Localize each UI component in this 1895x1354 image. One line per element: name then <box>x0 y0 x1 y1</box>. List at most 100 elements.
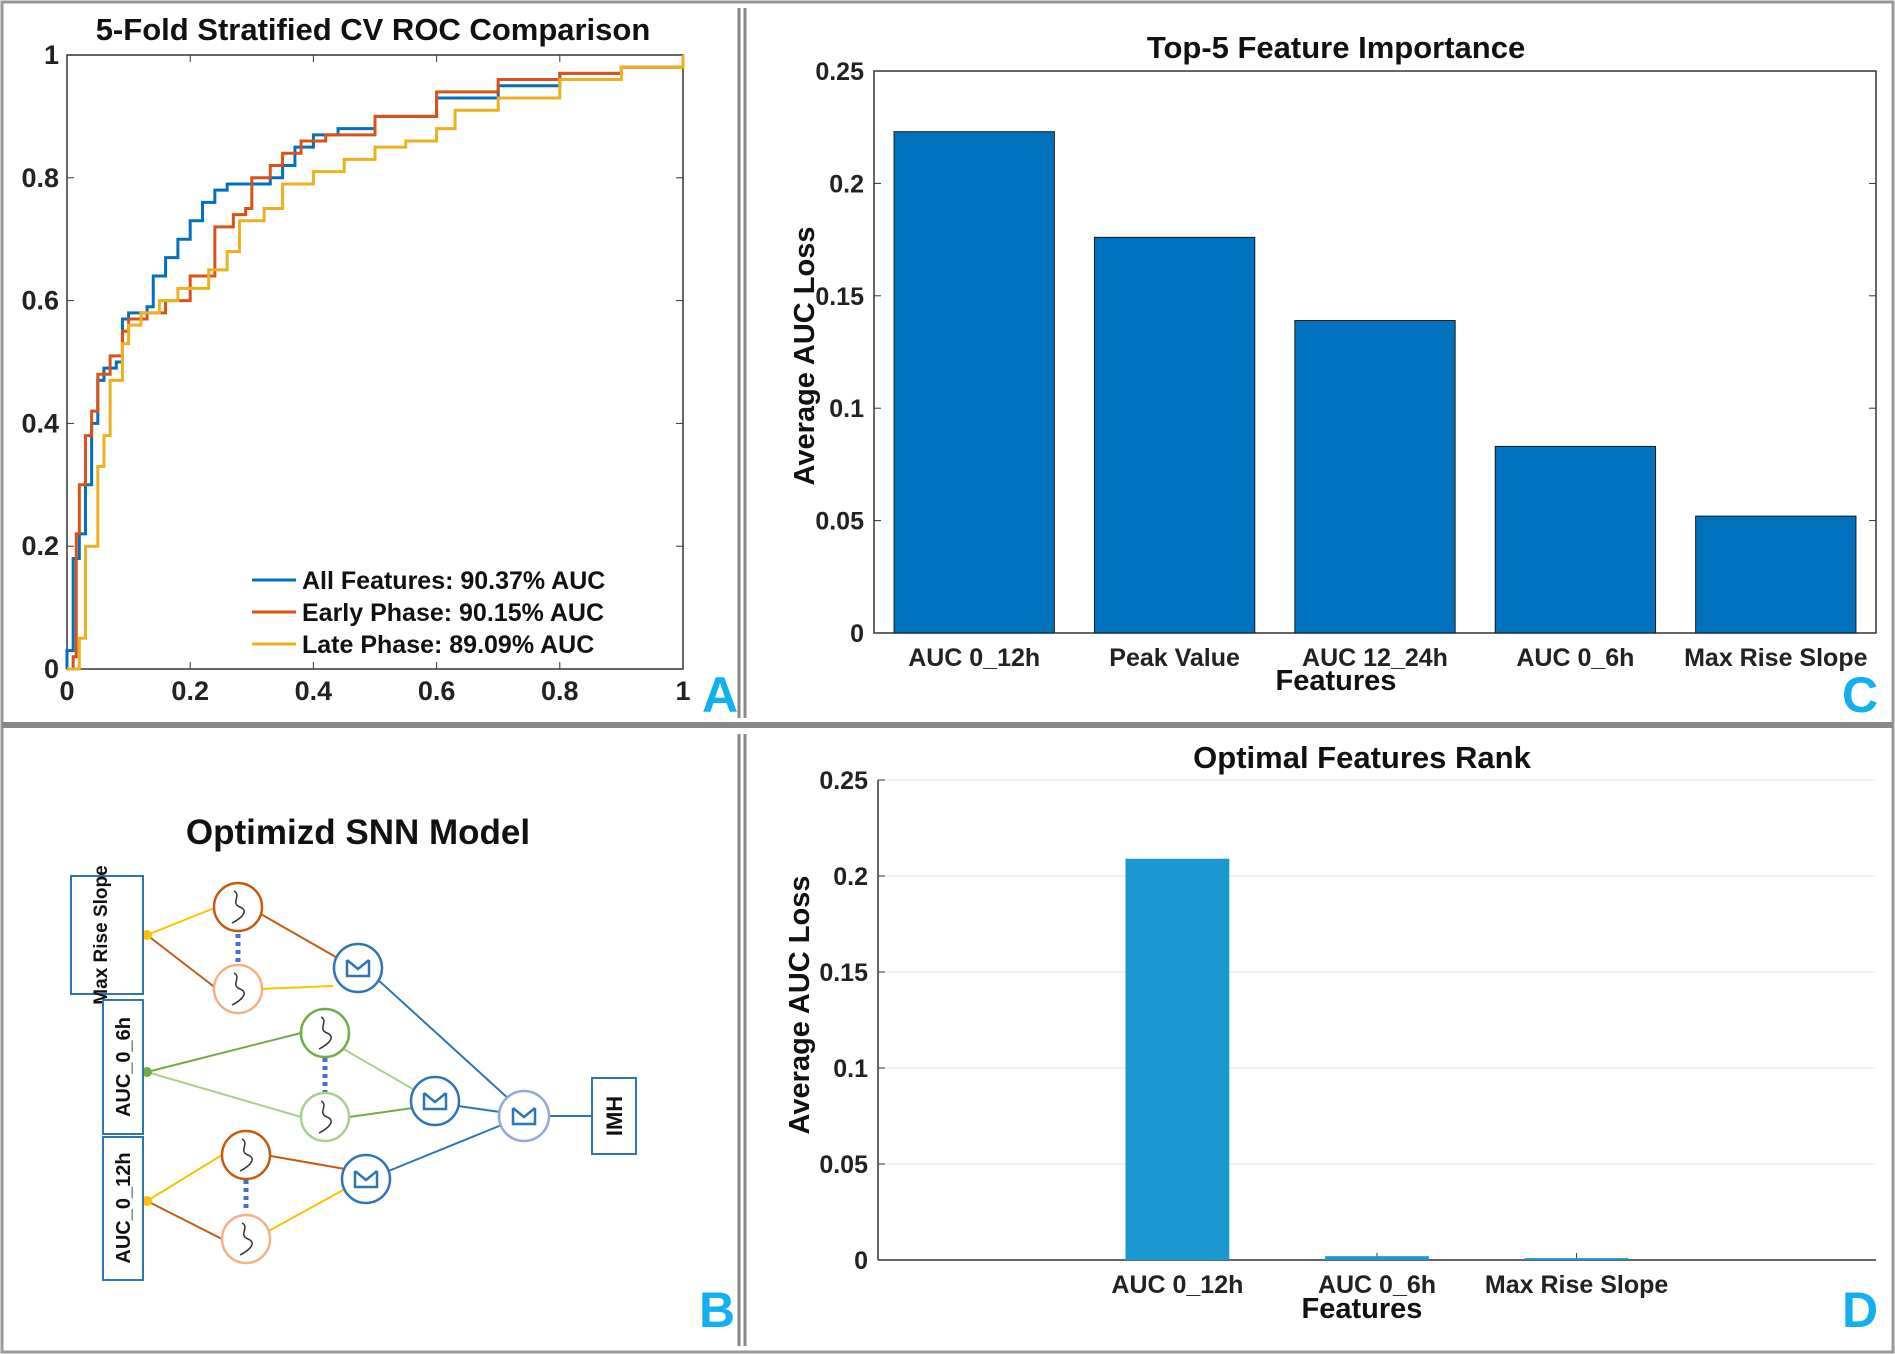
x-tick-label-a: 0.4 <box>295 676 333 706</box>
summation-glyph <box>511 1107 537 1126</box>
gaussian-curve <box>239 1138 253 1172</box>
y-tick-label-a: 0.8 <box>21 163 59 193</box>
input-box-auc-0-12h <box>102 1136 144 1281</box>
input-node <box>142 1067 152 1077</box>
snn-title: Optimizd SNN Model <box>186 813 530 852</box>
x-tick-label-a: 0 <box>59 676 74 706</box>
gaussian-curve <box>231 890 245 924</box>
gaussian-curve <box>231 972 245 1006</box>
y-tick-label: 0.25 <box>819 767 868 795</box>
input-box-max-rise-slope <box>70 875 144 995</box>
connection <box>258 985 334 990</box>
chart-title-c: Top-5 Feature Importance <box>1147 30 1525 65</box>
summation-nodes <box>332 942 551 1205</box>
x-tick-label: Max Rise Slope <box>1485 1271 1668 1299</box>
input-label-max-rise-slope: Max Rise Slope <box>91 865 112 1004</box>
input-node <box>142 1196 152 1206</box>
bar <box>1325 1256 1429 1260</box>
chart-title-a: 5-Fold Stratified CV ROC Comparison <box>96 12 651 47</box>
gaussian-neuron-icon <box>212 963 264 1015</box>
output-box-imh <box>591 1077 637 1155</box>
legend-label-0: All Features: 90.37% AUC <box>302 567 605 595</box>
y-tick-label: 0.1 <box>829 395 864 423</box>
panel-letter-c: C <box>1842 667 1878 723</box>
x-tick-label: AUC 12_24h <box>1302 644 1448 672</box>
y-tick-label-a: 0.4 <box>21 408 59 438</box>
summation-glyph <box>345 959 371 978</box>
bars-c <box>893 131 1857 634</box>
y-tick-label: 0.15 <box>815 283 864 311</box>
x-tick-label-a: 0.2 <box>171 676 209 706</box>
roc-lines <box>65 55 685 671</box>
gaussian-curve <box>318 1016 332 1050</box>
input-label-auc-0-6h: AUC_0_6h <box>113 1017 135 1117</box>
x-tick-label-a: 0.6 <box>418 676 456 706</box>
bar <box>1494 445 1657 634</box>
y-tick-label-a: 1 <box>44 40 59 70</box>
connection <box>264 1188 346 1234</box>
x-tick-label-a: 1 <box>675 676 690 706</box>
bar <box>1695 515 1857 634</box>
connection <box>339 1046 419 1093</box>
panel-c-bar-chart: Top-5 Feature Importance 0 0.05 0.1 0.15 0.2… <box>789 30 1878 723</box>
gaussian-curve <box>239 1222 253 1256</box>
y-tick-label: 0.05 <box>819 1151 868 1179</box>
gaussian-curve <box>318 1100 332 1134</box>
snn-connections <box>146 906 592 1240</box>
summation-glyph <box>353 1170 379 1189</box>
y-tick-label: 0 <box>854 1247 868 1275</box>
gaussian-neuron-icon <box>220 1213 272 1265</box>
input-node <box>142 930 152 940</box>
x-tick-label: Peak Value <box>1109 644 1240 672</box>
roc-line-1 <box>67 55 685 671</box>
y-tick-label: 0.15 <box>819 959 868 987</box>
panel-a-roc-chart: 5-Fold Stratified CV ROC Comparison 0 0.2… <box>21 12 738 723</box>
y-tick-label: 0.2 <box>829 170 864 198</box>
connection <box>457 1105 501 1113</box>
gaussian-neuron-icon <box>299 1007 351 1059</box>
connection <box>146 1071 302 1118</box>
x-tick-label: Max Rise Slope <box>1684 644 1867 672</box>
gaussian-neuron-icon <box>220 1129 272 1181</box>
bar <box>1524 1258 1629 1260</box>
y-tick-label: 0.25 <box>815 58 864 86</box>
connection <box>375 977 511 1101</box>
bar <box>1294 320 1456 634</box>
x-tick-label: AUC 0_6h <box>1318 1271 1436 1299</box>
y-axis-label-c: Average AUC Loss <box>789 227 821 486</box>
bar <box>1093 236 1256 634</box>
summation-glyph <box>422 1092 448 1111</box>
x-tick-label-a: 0.8 <box>541 676 579 706</box>
gaussian-neuron-icon <box>212 881 264 933</box>
x-tick-label: AUC 0_12h <box>908 644 1040 672</box>
plot-box-a <box>66 54 684 670</box>
connection <box>146 1200 223 1240</box>
roc-line-2 <box>67 55 685 671</box>
x-axis-label-d: Features <box>1302 1293 1423 1325</box>
y-tick-label: 0.1 <box>833 1055 868 1083</box>
input-box-auc-0-6h <box>102 999 144 1135</box>
x-tick-label: AUC 0_12h <box>1111 1271 1243 1299</box>
connection <box>146 1032 302 1073</box>
connection <box>264 1154 346 1170</box>
connection <box>146 1154 223 1202</box>
panel-letter-d: D <box>1842 1282 1878 1338</box>
connection <box>348 1107 414 1118</box>
panel-b-snn-diagram: Optimizd SNN Model <box>70 813 735 1338</box>
connection <box>146 906 218 936</box>
y-tick-label-a: 0 <box>44 654 59 684</box>
y-tick-label-a: 0.6 <box>21 286 59 316</box>
bars-d <box>1125 858 1629 1260</box>
x-tick-label: AUC 0_6h <box>1516 644 1634 672</box>
y-tick-label: 0.05 <box>815 508 864 536</box>
connection <box>146 934 218 990</box>
y-tick-label: 0 <box>850 620 864 648</box>
connection <box>385 1123 505 1173</box>
gaussian-neuron-icon <box>299 1091 351 1143</box>
